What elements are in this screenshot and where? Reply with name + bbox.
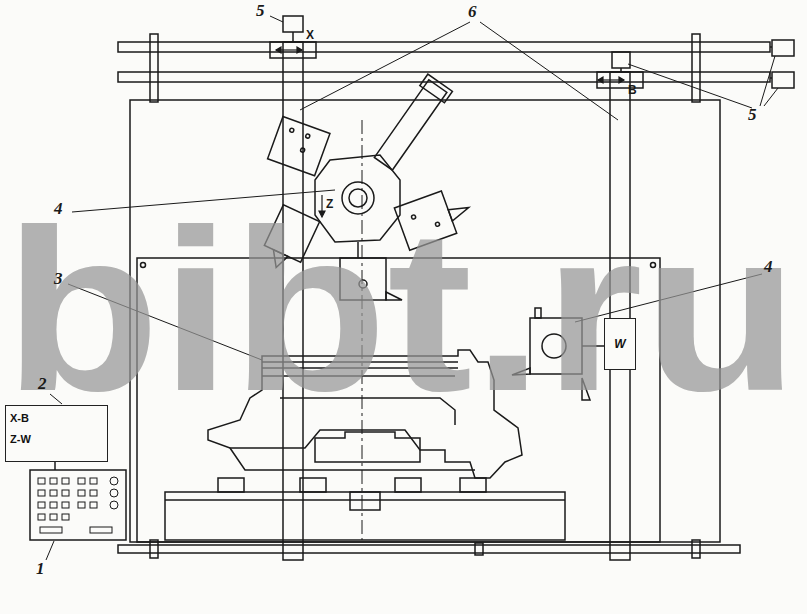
- node-text: Z-W: [10, 433, 103, 446]
- callout-number: 4: [764, 258, 773, 276]
- callout-number: 5: [256, 2, 265, 20]
- rotary-table: [165, 478, 565, 540]
- callout-number: 6: [468, 3, 477, 21]
- watermark: bibt.ru: [4, 196, 799, 426]
- display-panel: X-B Z-W: [5, 405, 108, 462]
- callout-number: 2: [38, 375, 47, 393]
- callout-number: 3: [54, 270, 63, 288]
- axis-letter: X: [306, 29, 314, 42]
- axis-letter: Z: [326, 198, 333, 211]
- axis-letter: B: [628, 84, 637, 97]
- carriage-box: W: [604, 318, 636, 370]
- node-text: X-B: [10, 412, 103, 425]
- callout-number: 4: [54, 200, 63, 218]
- callout-number: 1: [36, 560, 45, 578]
- node-text: W: [614, 338, 625, 351]
- callout-number: 5: [748, 106, 757, 124]
